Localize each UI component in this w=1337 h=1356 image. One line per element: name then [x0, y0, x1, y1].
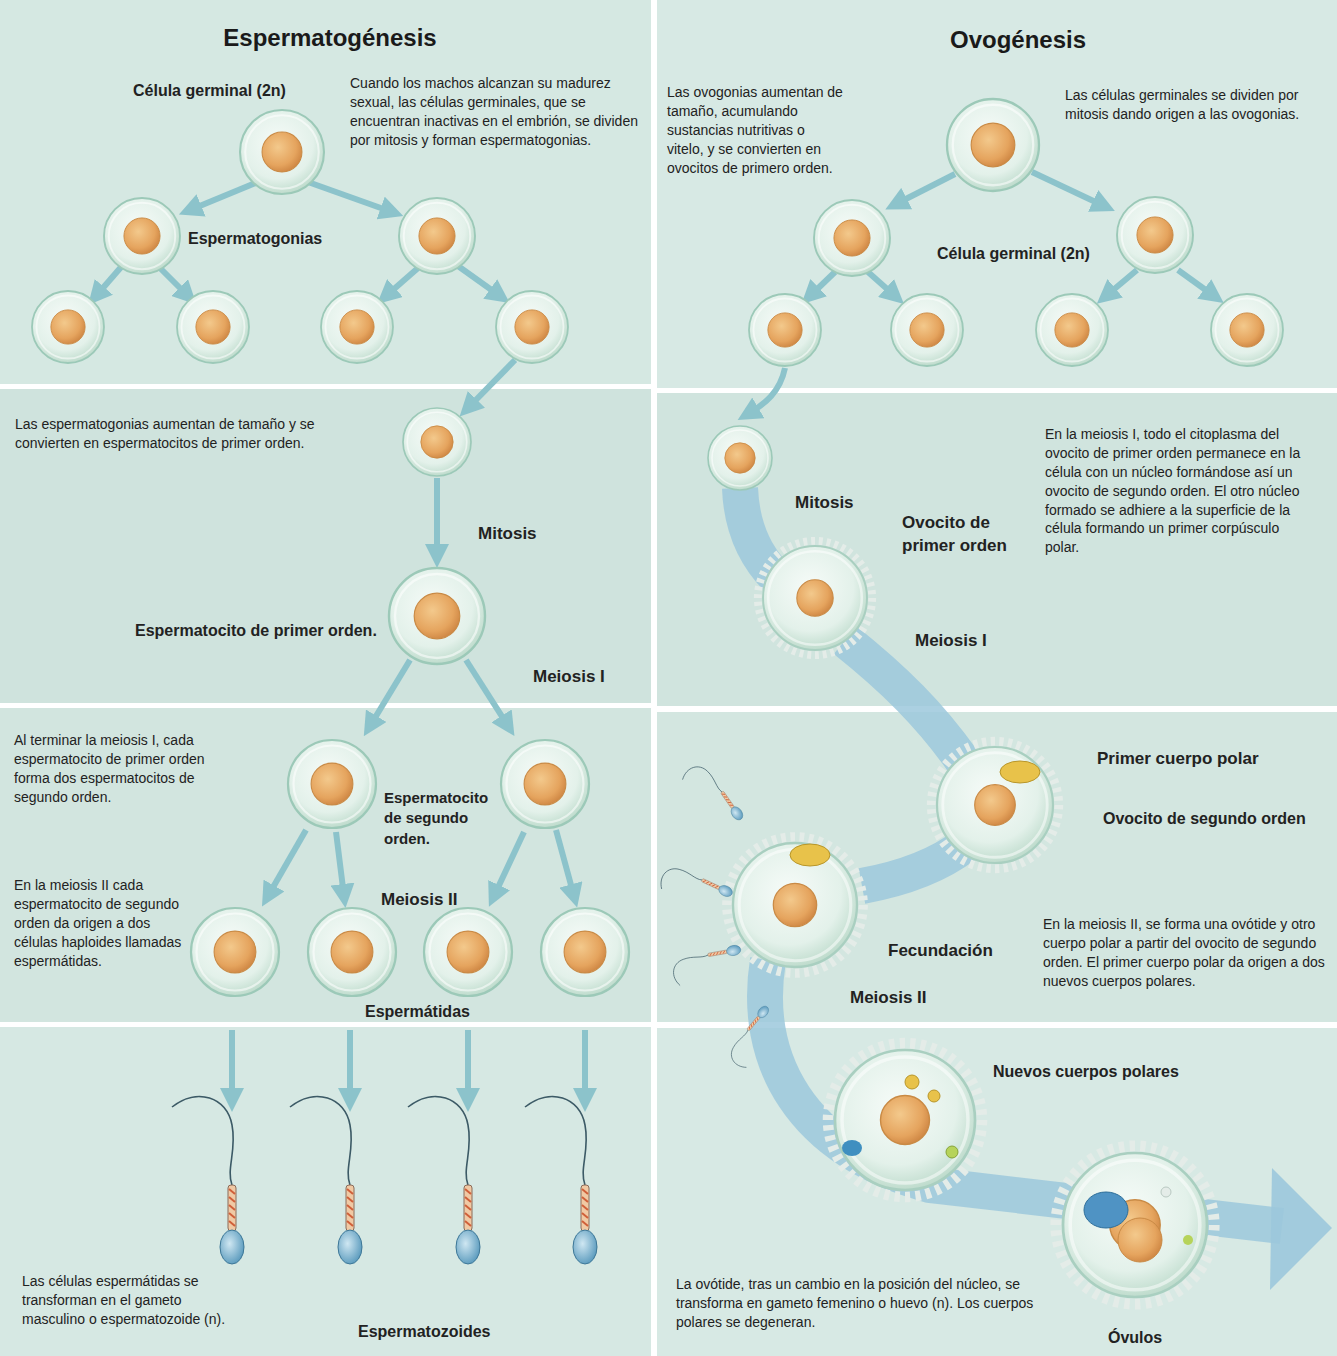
stage-label: Mitosis: [478, 523, 578, 546]
spermatocyte: [389, 568, 485, 664]
germ-cell: [947, 99, 1039, 191]
note-text: La ovótide, tras un cambio en la posició…: [676, 1275, 1036, 1332]
polar-body: [928, 1090, 940, 1102]
secondary-oocyte: [931, 741, 1059, 869]
note-text: En la meiosis I, todo el citoplasma del …: [1045, 425, 1317, 557]
sperm: [290, 1097, 362, 1264]
spermatid: [424, 908, 512, 996]
spermatocyte: [501, 740, 589, 828]
sperm: [723, 1004, 785, 1070]
sperm-nucleus: [1084, 1192, 1128, 1228]
band: [0, 1027, 651, 1356]
polar-body: [946, 1146, 958, 1158]
polar-body: [790, 844, 830, 866]
band: [0, 708, 651, 1022]
fertilized-oocyte: [727, 837, 863, 973]
spermatocyte: [288, 740, 376, 828]
oogonium: [1036, 294, 1108, 366]
polar-body: [905, 1075, 919, 1089]
arrows: [748, 172, 1214, 414]
spermatid: [308, 908, 396, 996]
oogonium: [749, 294, 821, 366]
spermatid: [191, 908, 279, 996]
oogonium: [1211, 294, 1283, 366]
stage-label: Óvulos: [1108, 1327, 1208, 1349]
panel: Ovogénesis: [656, 0, 1337, 1356]
sperm: [172, 1097, 244, 1264]
spermatogonium: [177, 291, 249, 363]
sperm: [680, 759, 745, 834]
pathway-band: [740, 488, 1282, 1226]
oogonium: [814, 200, 890, 276]
spermatogonium: [32, 291, 104, 363]
stage-label: Espermatocito de primer orden.: [135, 620, 385, 642]
stage-label: Célula germinal (2n): [133, 80, 323, 102]
stage-label: Espermátidas: [365, 1001, 485, 1023]
oogonium: [1117, 197, 1193, 273]
note-text: Las espermatogonias aumentan de tamaño y…: [15, 415, 335, 453]
polar-body: [1161, 1187, 1171, 1197]
note-text: Las células germinales se dividen por mi…: [1065, 86, 1315, 124]
note-text: Cuando los machos alcanzan su madurez se…: [350, 74, 645, 150]
pathway-arrowhead: [1270, 1168, 1332, 1290]
spermatid: [541, 908, 629, 996]
band: [657, 0, 1337, 388]
sperm: [658, 860, 735, 917]
spermatogonium: [403, 408, 471, 476]
stage-label: Célula germinal (2n): [937, 243, 1112, 265]
note-text: Las células espermátidas se transforman …: [22, 1272, 227, 1329]
band: [657, 393, 1337, 706]
stage-label: Fecundación: [888, 940, 1018, 963]
polar-body: [1183, 1235, 1193, 1245]
ootid: [828, 1043, 982, 1197]
spermatogonium: [104, 198, 180, 274]
stage-label: Ovocito de primer orden: [902, 512, 1022, 558]
sperm: [525, 1097, 597, 1264]
panel-title: Espermatogénesis: [223, 24, 436, 52]
stage-label: Meiosis I: [533, 666, 633, 689]
spermatogonium: [496, 291, 568, 363]
sperm: [671, 944, 746, 986]
stage-label: Espermatogonias: [188, 228, 358, 250]
note-text: Las ovogonias aumentan de tamaño, acumul…: [667, 83, 845, 177]
oogonium: [891, 294, 963, 366]
band: [0, 0, 651, 384]
stage-label: Ovocito de segundo orden: [1103, 808, 1328, 830]
ovum: [1056, 1146, 1214, 1304]
arrows: [96, 182, 585, 1100]
band: [0, 389, 651, 703]
stage-label: Espermatocito de segundo orden.: [384, 788, 502, 849]
oogonium: [708, 426, 772, 490]
stage-label: Meiosis II: [381, 889, 481, 912]
stage-label: Primer cuerpo polar: [1097, 748, 1307, 771]
note-text: En la meiosis II, se forma una ovótide y…: [1043, 915, 1325, 991]
stage-label: Meiosis II: [850, 987, 950, 1010]
stage-label: Nuevos cuerpos polares: [993, 1061, 1223, 1083]
panel-title: Ovogénesis: [950, 26, 1086, 54]
spermatogonium: [399, 198, 475, 274]
note-text: En la meiosis II cada espermatocito de s…: [14, 876, 182, 970]
stage-label: Espermatozoides: [358, 1321, 518, 1343]
germ-cell: [240, 110, 324, 194]
polar-body: [1000, 761, 1040, 783]
sperm-nucleus: [842, 1140, 862, 1156]
sperm: [408, 1097, 480, 1264]
stage-label: Meiosis I: [915, 630, 1015, 653]
primary-oocyte: [758, 541, 872, 655]
stage-label: Mitosis: [795, 492, 895, 515]
spermatogonium: [321, 291, 393, 363]
note-text: Al terminar la meiosis I, cada espermato…: [14, 731, 209, 807]
egg-nucleus: [1118, 1218, 1162, 1262]
